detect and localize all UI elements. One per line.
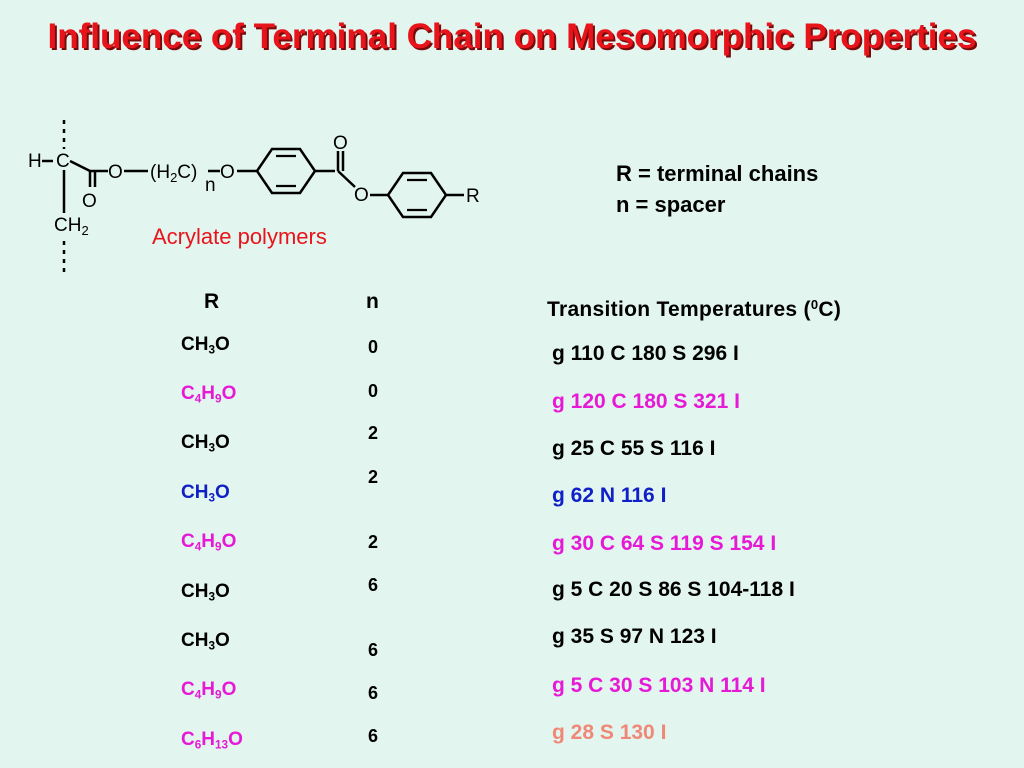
r-cell: CH3O [181, 482, 230, 505]
label-o-top: O [333, 133, 348, 154]
spacer-n-subscript: n [205, 175, 216, 196]
ch2-main: CH [54, 215, 81, 236]
transition-cell: g 5 C 20 S 86 S 104-118 I [552, 578, 795, 601]
n-cell: 0 [368, 381, 379, 401]
ch2-group: CH2 [54, 215, 89, 238]
legend-spacer: n = spacer [616, 192, 726, 217]
header-transition-pre: Transition Temperatures ( [547, 298, 811, 321]
label-o-ether: O [220, 162, 235, 183]
bond-c-carbonyl [69, 159, 91, 173]
n-cell: 2 [368, 467, 379, 487]
label-o-ester: O [108, 162, 123, 183]
transition-cell: g 110 C 180 S 296 I [552, 342, 739, 365]
legend-terminal-chains: R = terminal chains [616, 161, 819, 186]
label-h: H [28, 151, 42, 172]
spacer-group: (H2C) [150, 162, 197, 185]
header-n: n [366, 290, 379, 313]
label-o-carbonyl: O [82, 191, 97, 212]
structure-caption: Acrylate polymers [152, 224, 327, 249]
r-cell: CH3O [181, 630, 230, 653]
acrylate-polymer-structure: H C O O (H2C) n O O O R CH2 [28, 120, 480, 275]
spacer-open: (H [150, 162, 170, 183]
header-transition: Transition Temperatures (0C) [547, 298, 841, 322]
ch2-sub: 2 [81, 223, 88, 238]
n-cell: 6 [368, 683, 379, 703]
transition-cell: g 120 C 180 S 321 I [552, 390, 740, 413]
label-o-link: O [354, 185, 369, 206]
r-cell: C4H9O [181, 383, 237, 406]
transition-cell: g 35 S 97 N 123 I [552, 625, 717, 648]
r-cell: CH3O [181, 581, 230, 604]
n-cell: 6 [368, 726, 379, 746]
spacer-sub-2: 2 [170, 170, 177, 185]
n-cell: 6 [368, 575, 379, 595]
r-cell: CH3O [181, 334, 230, 357]
label-c: C [56, 151, 70, 172]
r-cell: C6H13O [181, 729, 243, 752]
transition-cell: g 28 S 130 I [552, 721, 667, 744]
slide-title: Influence of Terminal Chain on Mesomorph… [47, 17, 977, 56]
r-cell: CH3O [181, 432, 230, 455]
label-r: R [466, 186, 480, 207]
r-cell: C4H9O [181, 531, 237, 554]
r-cell: C4H9O [181, 679, 237, 702]
n-cell: 6 [368, 640, 379, 660]
transition-cell: g 25 C 55 S 116 I [552, 437, 716, 460]
bond-ester-o [337, 170, 356, 188]
transition-cell: g 5 C 30 S 103 N 114 I [552, 674, 766, 697]
n-cell: 2 [368, 532, 379, 552]
spacer-close: C) [177, 162, 197, 183]
transition-cell: g 62 N 116 I [552, 484, 667, 507]
n-cell: 2 [368, 423, 379, 443]
header-transition-degree: 0 [810, 296, 819, 312]
transition-cell: g 30 C 64 S 119 S 154 I [552, 532, 777, 555]
header-transition-post: C) [818, 298, 842, 321]
n-cell: 0 [368, 337, 379, 357]
legend: R = terminal chains n = spacer [616, 158, 818, 220]
header-r: R [204, 290, 220, 313]
